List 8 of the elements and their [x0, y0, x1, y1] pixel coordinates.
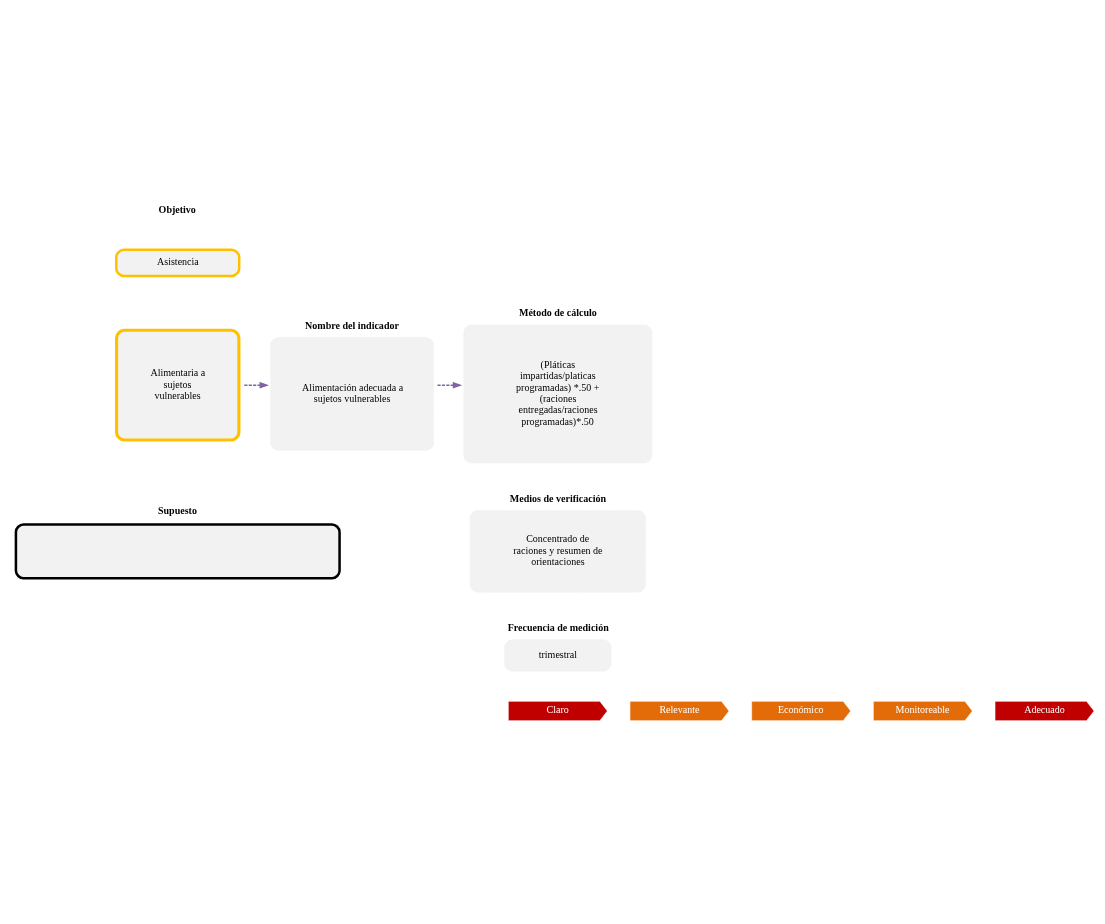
arrow: [436, 381, 463, 389]
arrow: [243, 381, 269, 389]
node-label: Nombre del indicador: [305, 319, 399, 331]
node-label: Supuesto: [157, 505, 197, 517]
node-label: Medios de verificación: [509, 492, 607, 504]
node-label: Frecuencia de medición: [507, 621, 609, 633]
node-label: Método de cálculo: [518, 307, 597, 319]
label: Objetivo: [158, 203, 196, 215]
